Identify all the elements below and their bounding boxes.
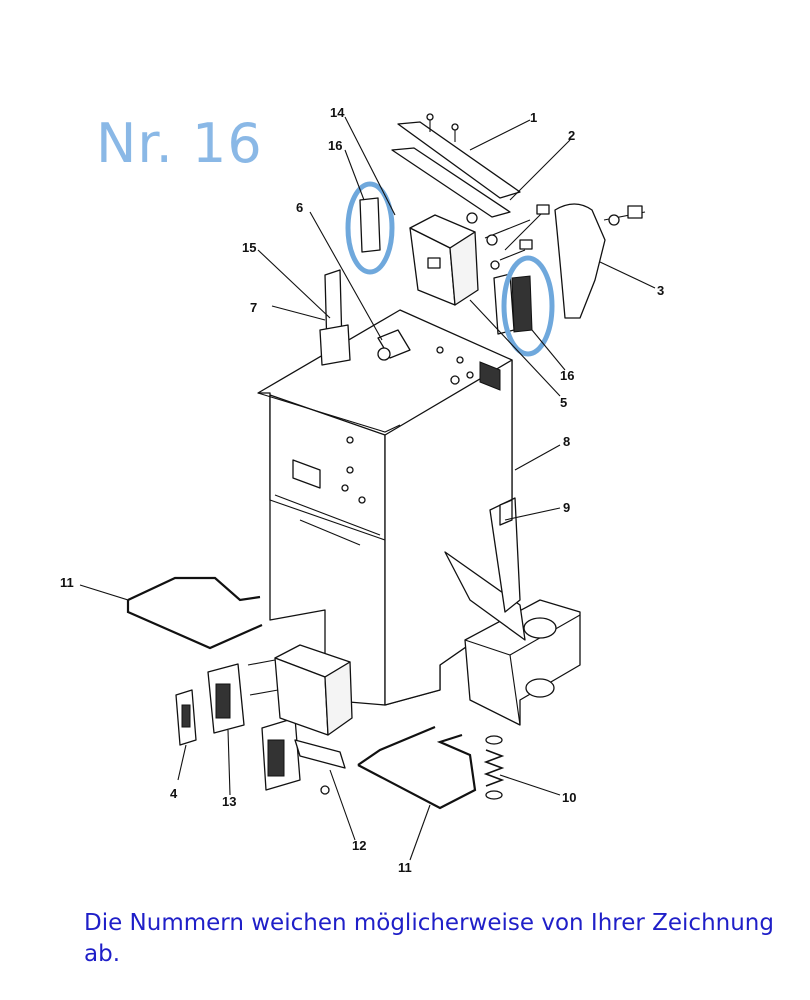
label-1: 1 — [530, 110, 537, 125]
label-13: 13 — [222, 794, 236, 809]
label-4: 4 — [170, 786, 178, 801]
label-16-right: 16 — [560, 368, 574, 383]
lower-box — [247, 644, 353, 736]
part-11-handle-bottom — [357, 725, 477, 810]
label-11-bottom: 11 — [398, 860, 412, 875]
label-11-left: 11 — [60, 575, 74, 590]
part-16-highlights — [345, 181, 555, 357]
part-10-spring — [483, 735, 505, 800]
label-2: 2 — [568, 128, 575, 143]
label-16-left: 16 — [328, 138, 342, 153]
part-12-mount — [261, 717, 346, 795]
part-labels: 1 2 3 4 5 6 7 8 9 10 11 11 12 13 14 15 1… — [60, 105, 664, 875]
label-7: 7 — [250, 300, 257, 315]
leader-lines — [79, 116, 656, 861]
part-number-title: Nr. 16 — [96, 112, 263, 175]
part-13-holder — [207, 663, 245, 734]
main-frame — [257, 309, 513, 706]
part-3-cover — [554, 203, 646, 319]
label-10: 10 — [562, 790, 576, 805]
part-5-box — [409, 214, 479, 306]
part-11-handle-left — [126, 576, 263, 650]
part-7-15-contact — [319, 269, 351, 366]
label-15: 15 — [242, 240, 256, 255]
part-6-switch — [377, 329, 411, 361]
caption-note: Die Nummern weichen möglicherweise von I… — [84, 910, 774, 967]
label-6: 6 — [296, 200, 303, 215]
exploded-parts-diagram: 1 2 3 4 5 6 7 8 9 10 11 11 12 13 14 15 1… — [60, 105, 664, 875]
label-14: 14 — [330, 105, 345, 120]
label-9: 9 — [563, 500, 570, 515]
hitch-bracket — [444, 497, 581, 726]
part-1-plate — [391, 113, 521, 218]
part-4-bracket — [175, 689, 197, 746]
part-2-bolts — [466, 204, 550, 270]
label-12: 12 — [352, 838, 366, 853]
label-3: 3 — [657, 283, 664, 298]
label-8: 8 — [563, 434, 570, 449]
label-5: 5 — [560, 395, 567, 410]
